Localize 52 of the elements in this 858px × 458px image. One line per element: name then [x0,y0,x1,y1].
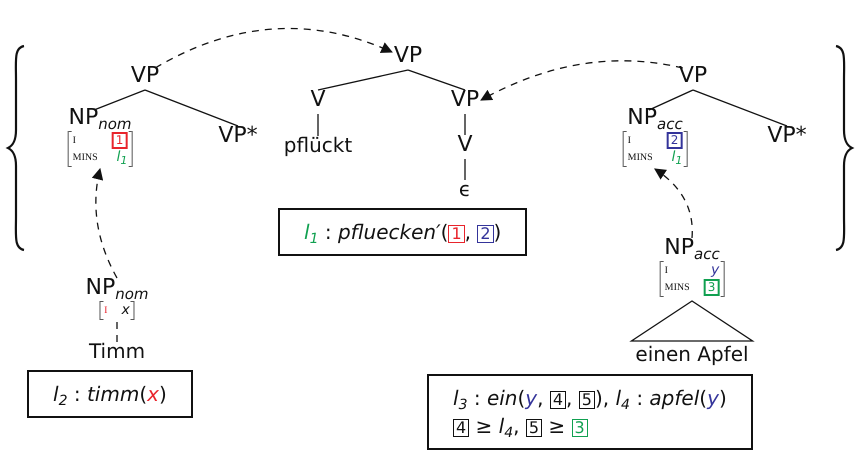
dashed-arrow [480,60,683,101]
feature-name: I [664,264,670,278]
dashed-arrow [92,168,118,278]
formula-text: l$_{3}$ : ein(y, 4, 5), l$_{4}$ : apfel(y) [453,385,727,412]
boxed-index: 1 [112,132,128,149]
category-label: VP [450,88,480,112]
feature-name: I [104,304,108,318]
tree-branch-line [464,159,466,180]
tree-branch-line [94,89,146,111]
tree-branch-line [408,69,466,91]
feature-value: l$_{1}$ [671,149,682,166]
dashed-arrow [654,168,693,238]
word-label: einen Apfel [635,343,749,365]
tree-branch-line [317,114,319,136]
word-label: Timm [88,340,146,362]
formula-text: l$_{2}$ : timm(x) [53,381,167,408]
tree-branch-line [144,89,238,127]
formula-text: l$_{1}$ : pfluecken′(1, 2) [304,219,502,246]
feature-value: l$_{1}$ [116,149,128,166]
feature-name: MINS [628,151,653,165]
word-label: ϵ [458,178,472,200]
category-label: NP$_{nom}$ [85,276,149,300]
feature-name: I [628,134,632,148]
category-label: VP* [767,124,807,148]
category-label: VP [678,64,708,88]
tree-branch-line [692,89,788,127]
category-label: V [310,88,326,112]
dashed-line [116,322,118,342]
formula-box [278,208,528,256]
triangle-symbol [629,300,755,342]
category-label: NP$_{acc}$ [664,236,720,260]
feature-name: I [72,134,78,148]
dashed-arrow [154,28,393,69]
category-label: NP$_{acc}$ [627,106,683,130]
tree-branch-line [648,89,694,111]
category-label: NP$_{nom}$ [68,106,132,130]
tree-branch-line [318,69,408,91]
formula-box [27,370,193,418]
tree-branch-line [464,114,466,135]
formula-text: 4 ≥ l$_{4}$, 5 ≥ 3 [453,412,727,440]
category-label: VP* [218,124,258,148]
boxed-index: 2 [666,132,682,149]
word-label: pflückt [284,134,352,156]
category-label: VP [394,44,422,68]
formula-box [427,374,753,450]
category-label: VP [130,64,160,88]
feature-name: MINS [664,281,690,295]
boxed-index: 3 [704,279,720,296]
category-label: V [457,133,473,157]
feature-value: y [711,262,720,279]
feature-name: MINS [72,151,98,165]
feature-value: x [122,302,130,319]
